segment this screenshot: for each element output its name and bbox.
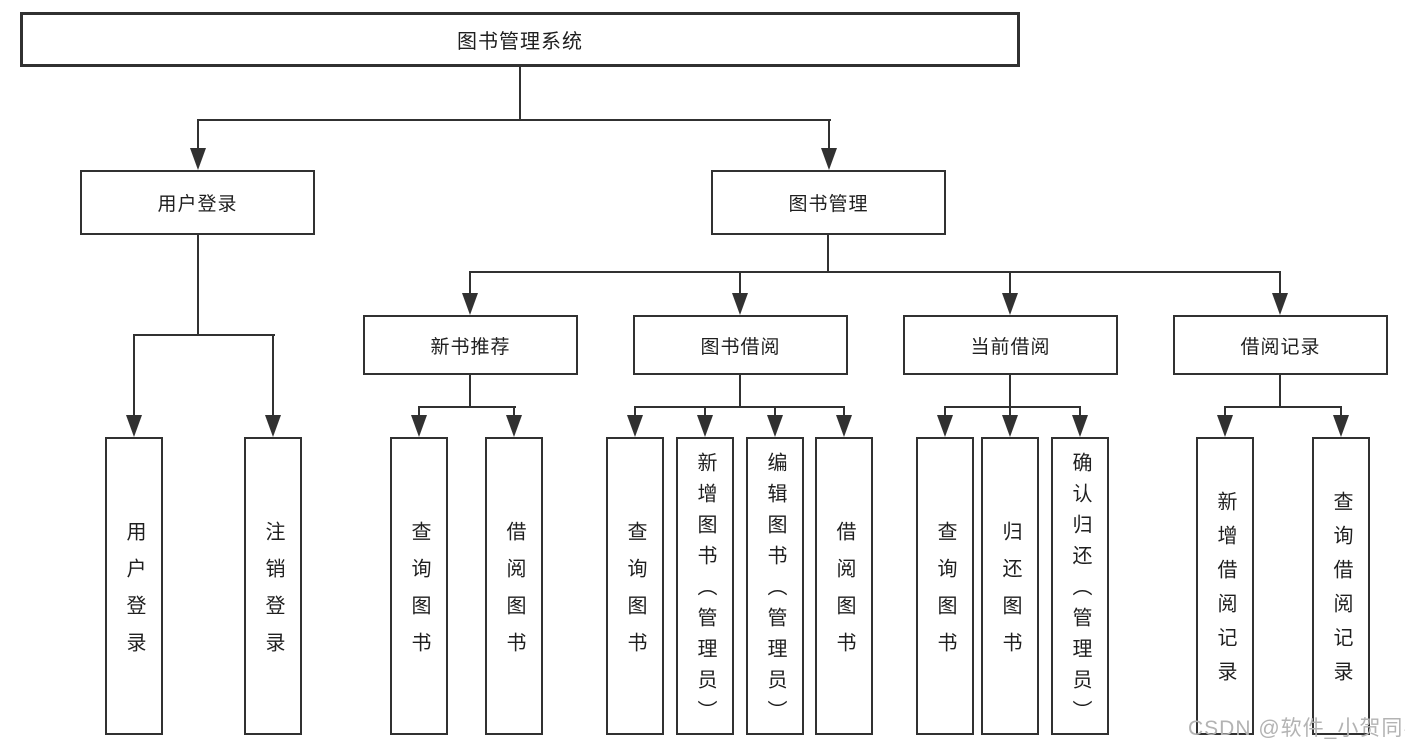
node-current-borrowing: 当前借阅 [903, 315, 1118, 375]
leaf-label: 注销登录 [262, 520, 284, 669]
arrow-down-icon [126, 415, 142, 437]
arrow-down-icon [411, 415, 427, 437]
connector-hline [133, 334, 275, 336]
leaf-query-books-current: 查询图书 [916, 437, 974, 735]
connector-hline [197, 119, 831, 121]
node-borrowing-records: 借阅记录 [1173, 315, 1388, 375]
connector-vline [133, 334, 135, 418]
connector-vline [1279, 375, 1281, 408]
node-book-borrowing: 图书借阅 [633, 315, 848, 375]
arrow-down-icon [1217, 415, 1233, 437]
leaf-borrow-books-newbook: 借阅图书 [485, 437, 543, 735]
connector-hline [469, 271, 1281, 273]
connector-vline [1279, 271, 1281, 296]
arrow-down-icon [462, 293, 478, 315]
leaf-label: 查询借阅记录 [1330, 491, 1352, 695]
arrow-down-icon [697, 415, 713, 437]
arrow-down-icon [821, 148, 837, 170]
leaf-query-borrowing-record: 查询借阅记录 [1312, 437, 1370, 735]
connector-vline [513, 406, 515, 418]
leaf-borrow-books-borrowing: 借阅图书 [815, 437, 873, 735]
leaf-label: 查询图书 [624, 520, 646, 669]
leaf-label: 新增图书（管理员） [694, 452, 716, 731]
connector-vline [197, 235, 199, 335]
connector-vline [634, 406, 636, 418]
leaf-label: 查询图书 [934, 520, 956, 669]
connector-vline [739, 271, 741, 296]
arrow-down-icon [506, 415, 522, 437]
arrow-down-icon [1072, 415, 1088, 437]
connector-vline [1224, 406, 1226, 418]
connector-vline [1079, 406, 1081, 418]
connector-vline [418, 406, 420, 418]
node-new-book-recommendation: 新书推荐 [363, 315, 578, 375]
connector-vline [1340, 406, 1342, 418]
connector-vline [272, 334, 274, 418]
leaf-logout: 注销登录 [244, 437, 302, 735]
arrow-down-icon [836, 415, 852, 437]
connector-vline [469, 375, 471, 408]
arrow-down-icon [627, 415, 643, 437]
connector-vline [828, 119, 830, 152]
connector-hline [1224, 406, 1341, 408]
leaf-query-books-newbook: 查询图书 [390, 437, 448, 735]
arrow-down-icon [190, 148, 206, 170]
connector-vline [1009, 375, 1011, 408]
node-user-login: 用户登录 [80, 170, 315, 235]
connector-vline [469, 271, 471, 296]
connector-vline [519, 67, 521, 120]
connector-vline [1009, 406, 1011, 418]
leaf-label: 归还图书 [999, 520, 1021, 669]
connector-hline [634, 406, 844, 408]
leaf-label: 用户登录 [123, 520, 145, 669]
node-library-management-system: 图书管理系统 [20, 12, 1020, 67]
arrow-down-icon [732, 293, 748, 315]
connector-vline [774, 406, 776, 418]
connector-vline [739, 375, 741, 408]
leaf-edit-books-admin: 编辑图书（管理员） [746, 437, 804, 735]
arrow-down-icon [265, 415, 281, 437]
connector-vline [1009, 271, 1011, 296]
arrow-down-icon [767, 415, 783, 437]
leaf-confirm-return-admin: 确认归还（管理员） [1051, 437, 1109, 735]
leaf-label: 确认归还（管理员） [1069, 452, 1091, 731]
leaf-add-borrowing-record: 新增借阅记录 [1196, 437, 1254, 735]
leaf-label: 编辑图书（管理员） [764, 452, 786, 731]
leaf-label: 借阅图书 [503, 520, 525, 669]
arrow-down-icon [1002, 293, 1018, 315]
connector-vline [843, 406, 845, 418]
leaf-user-login: 用户登录 [105, 437, 163, 735]
arrow-down-icon [1272, 293, 1288, 315]
connector-vline [944, 406, 946, 418]
connector-hline [418, 406, 516, 408]
arrow-down-icon [1002, 415, 1018, 437]
leaf-label: 借阅图书 [833, 520, 855, 669]
arrow-down-icon [1333, 415, 1349, 437]
leaf-label: 查询图书 [408, 520, 430, 669]
watermark-csdn: CSDN @软件_小贺同学 [1188, 717, 1405, 740]
leaf-label: 新增借阅记录 [1214, 491, 1236, 695]
connector-vline [704, 406, 706, 418]
arrow-down-icon [937, 415, 953, 437]
leaf-return-books: 归还图书 [981, 437, 1039, 735]
leaf-add-books-admin: 新增图书（管理员） [676, 437, 734, 735]
connector-hline [944, 406, 1081, 408]
connector-vline [197, 119, 199, 152]
node-book-management: 图书管理 [711, 170, 946, 235]
connector-vline [827, 235, 829, 273]
leaf-query-books-borrowing: 查询图书 [606, 437, 664, 735]
